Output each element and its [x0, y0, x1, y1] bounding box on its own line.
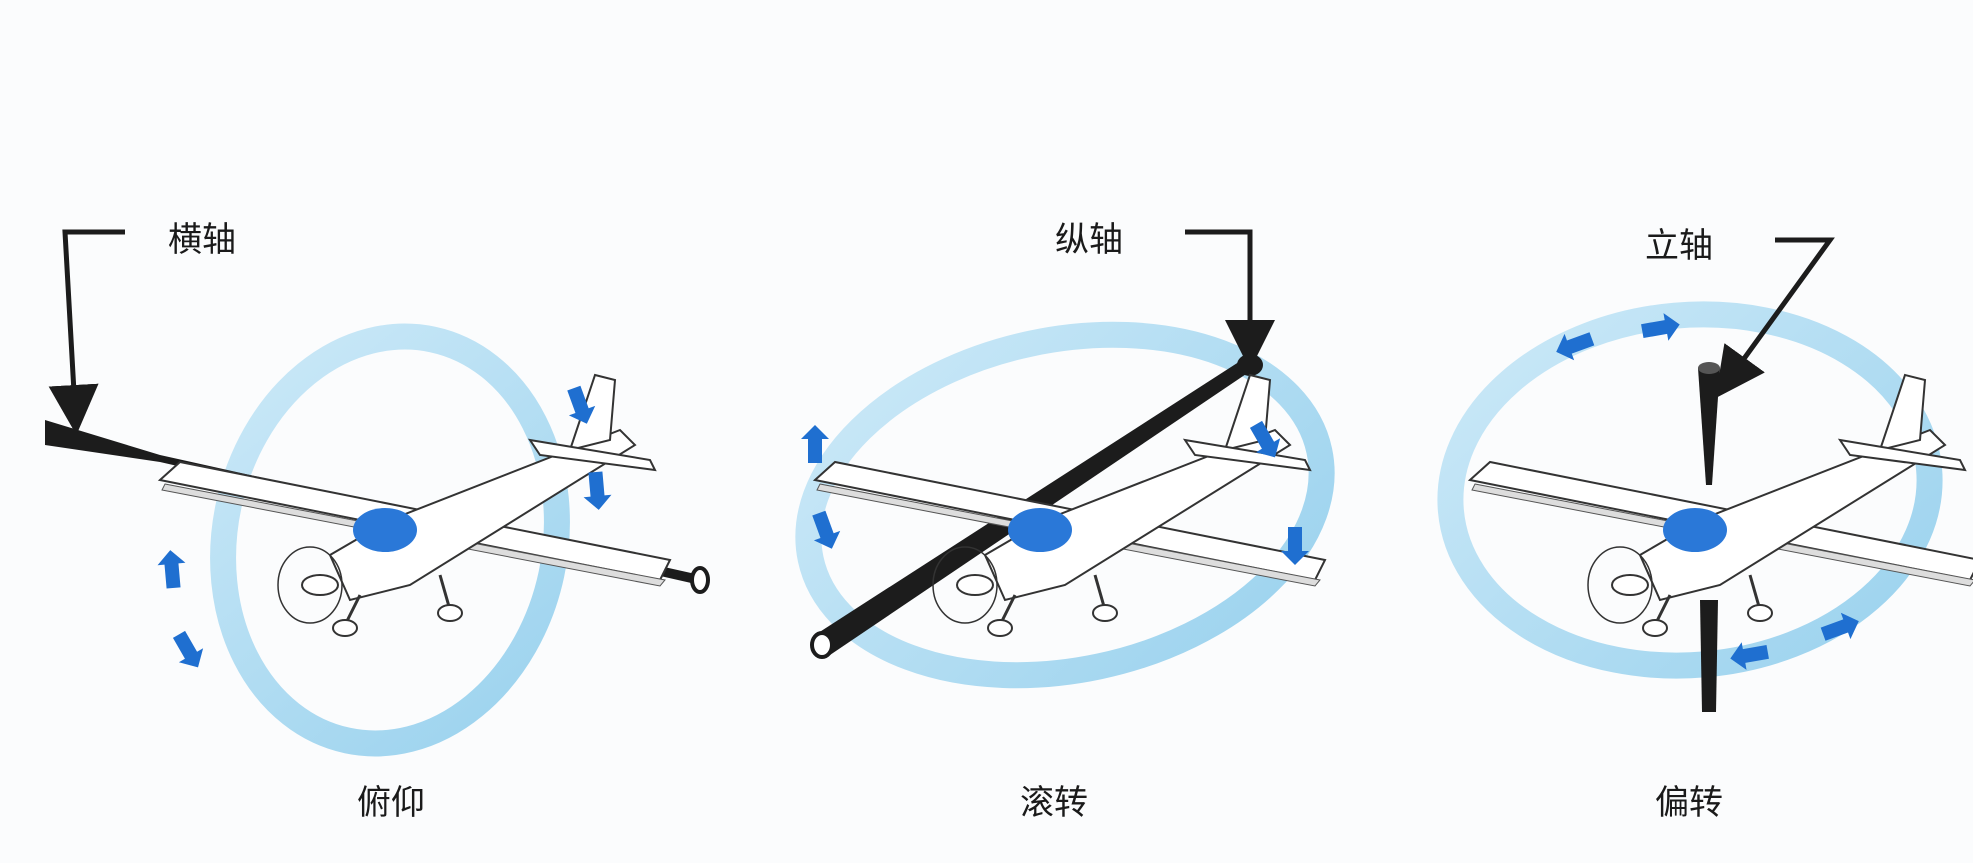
arrow-icon [156, 548, 188, 590]
rotation-ring [795, 321, 1335, 689]
label-pointer [48, 229, 125, 435]
label-pointer [1185, 229, 1275, 370]
airplane [1468, 373, 1973, 638]
yaw-panel [1437, 237, 1973, 712]
arrow-icon [166, 627, 211, 675]
roll-caption: 滚转 [1020, 783, 1088, 823]
vertical-axis-rod [1698, 368, 1720, 485]
vertical-axis-label: 立轴 [1645, 226, 1713, 266]
pitch-caption: 俯仰 [357, 783, 425, 823]
label-pointer [1715, 237, 1835, 399]
lateral-axis-label: 横轴 [168, 220, 236, 260]
arrow-icon [581, 470, 613, 512]
roll-panel [795, 229, 1335, 689]
yaw-caption: 偏转 [1655, 783, 1723, 823]
rotation-ring [210, 323, 570, 757]
longitudinal-axis-label: 纵轴 [1055, 220, 1123, 260]
pitch-panel [45, 229, 710, 757]
